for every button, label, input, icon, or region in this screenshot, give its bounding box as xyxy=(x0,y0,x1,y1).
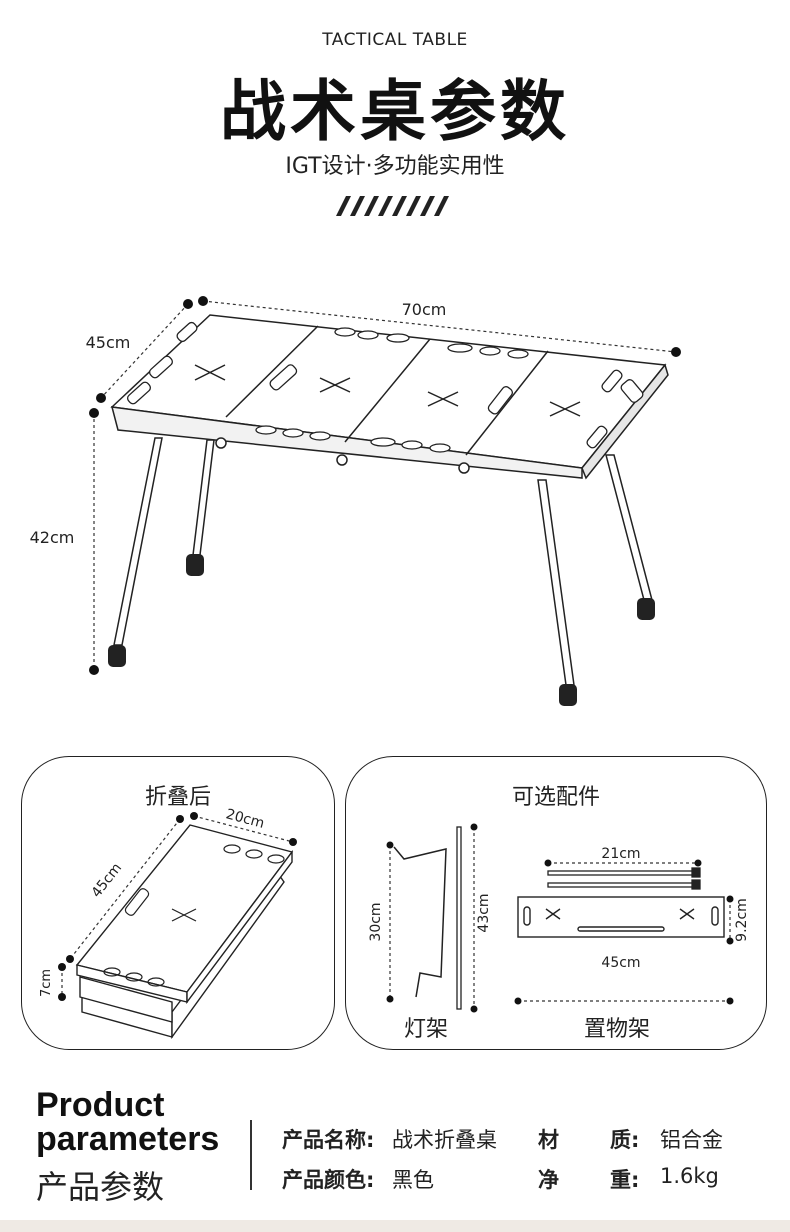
dim-dot xyxy=(198,296,208,306)
dim-dot xyxy=(671,347,681,357)
pole-drawing xyxy=(456,826,462,1010)
spec-weight-key-2: 重: xyxy=(610,1168,640,1192)
dim-dot xyxy=(89,408,99,418)
folded-panel: 折叠后 20cm xyxy=(21,756,335,1050)
spec-color-key: 产品颜色: xyxy=(282,1168,375,1192)
width-label: 70cm xyxy=(402,300,447,319)
lamp-height-label: 30cm xyxy=(368,902,384,941)
spec-name-key: 产品名称: xyxy=(282,1128,375,1152)
dim-dot xyxy=(96,393,106,403)
rods-drawing xyxy=(547,867,701,890)
table-legs xyxy=(108,437,655,706)
spec-material-key-2: 质: xyxy=(610,1128,640,1152)
rod-length-label: 21cm xyxy=(601,846,640,862)
mount-cross-marks xyxy=(194,364,581,417)
lamp-stand-drawing xyxy=(393,846,447,998)
shelf-length-label: 45cm xyxy=(601,955,640,971)
accessories-panel: 可选配件 xyxy=(345,756,767,1050)
tagline: IGT设计·多功能实用性 xyxy=(285,154,505,179)
lamp-stand-label: 灯架 xyxy=(404,1017,449,1042)
shelf-label: 置物架 xyxy=(584,1017,651,1042)
folded-table-diagram: 20cm 45cm 7cm xyxy=(39,806,297,1040)
depth-label: 45cm xyxy=(86,333,131,352)
subtitle-en: TACTICAL TABLE xyxy=(322,30,468,50)
params-heading-en-1: Product xyxy=(36,1086,165,1124)
spec-weight-key-1: 净 xyxy=(538,1168,559,1192)
spec-material-value: 铝合金 xyxy=(660,1128,723,1152)
accessories-diagram: 30cm 43cm 21cm 45cm 9.2cm xyxy=(368,823,750,1013)
params-divider xyxy=(250,1120,252,1190)
spec-color-value: 黑色 xyxy=(392,1168,434,1192)
table-slots xyxy=(126,321,644,453)
height-label: 42cm xyxy=(30,528,75,547)
shelf-drawing xyxy=(517,896,725,938)
slash-decoration xyxy=(336,196,449,216)
params-heading-cn: 产品参数 xyxy=(36,1168,165,1206)
folded-thickness-label: 7cm xyxy=(39,969,54,997)
params-heading-en-2: parameters xyxy=(36,1120,220,1158)
folded-width-label: 20cm xyxy=(224,806,266,832)
dim-dot xyxy=(183,299,193,309)
shelf-width-label: 9.2cm xyxy=(734,898,750,942)
spec-name-value: 战术折叠桌 xyxy=(392,1128,497,1152)
page-title: 战术桌参数 xyxy=(220,73,570,150)
accessories-title: 可选配件 xyxy=(511,785,600,810)
bottom-strip xyxy=(0,1220,790,1232)
dim-dot xyxy=(89,665,99,675)
pole-height-label: 43cm xyxy=(476,893,492,932)
spec-weight-value: 1.6kg xyxy=(660,1164,719,1188)
folded-title: 折叠后 xyxy=(144,785,211,810)
spec-material-key-1: 材 xyxy=(538,1128,559,1152)
table-diagram: 70cm 45cm 42cm xyxy=(30,296,681,706)
